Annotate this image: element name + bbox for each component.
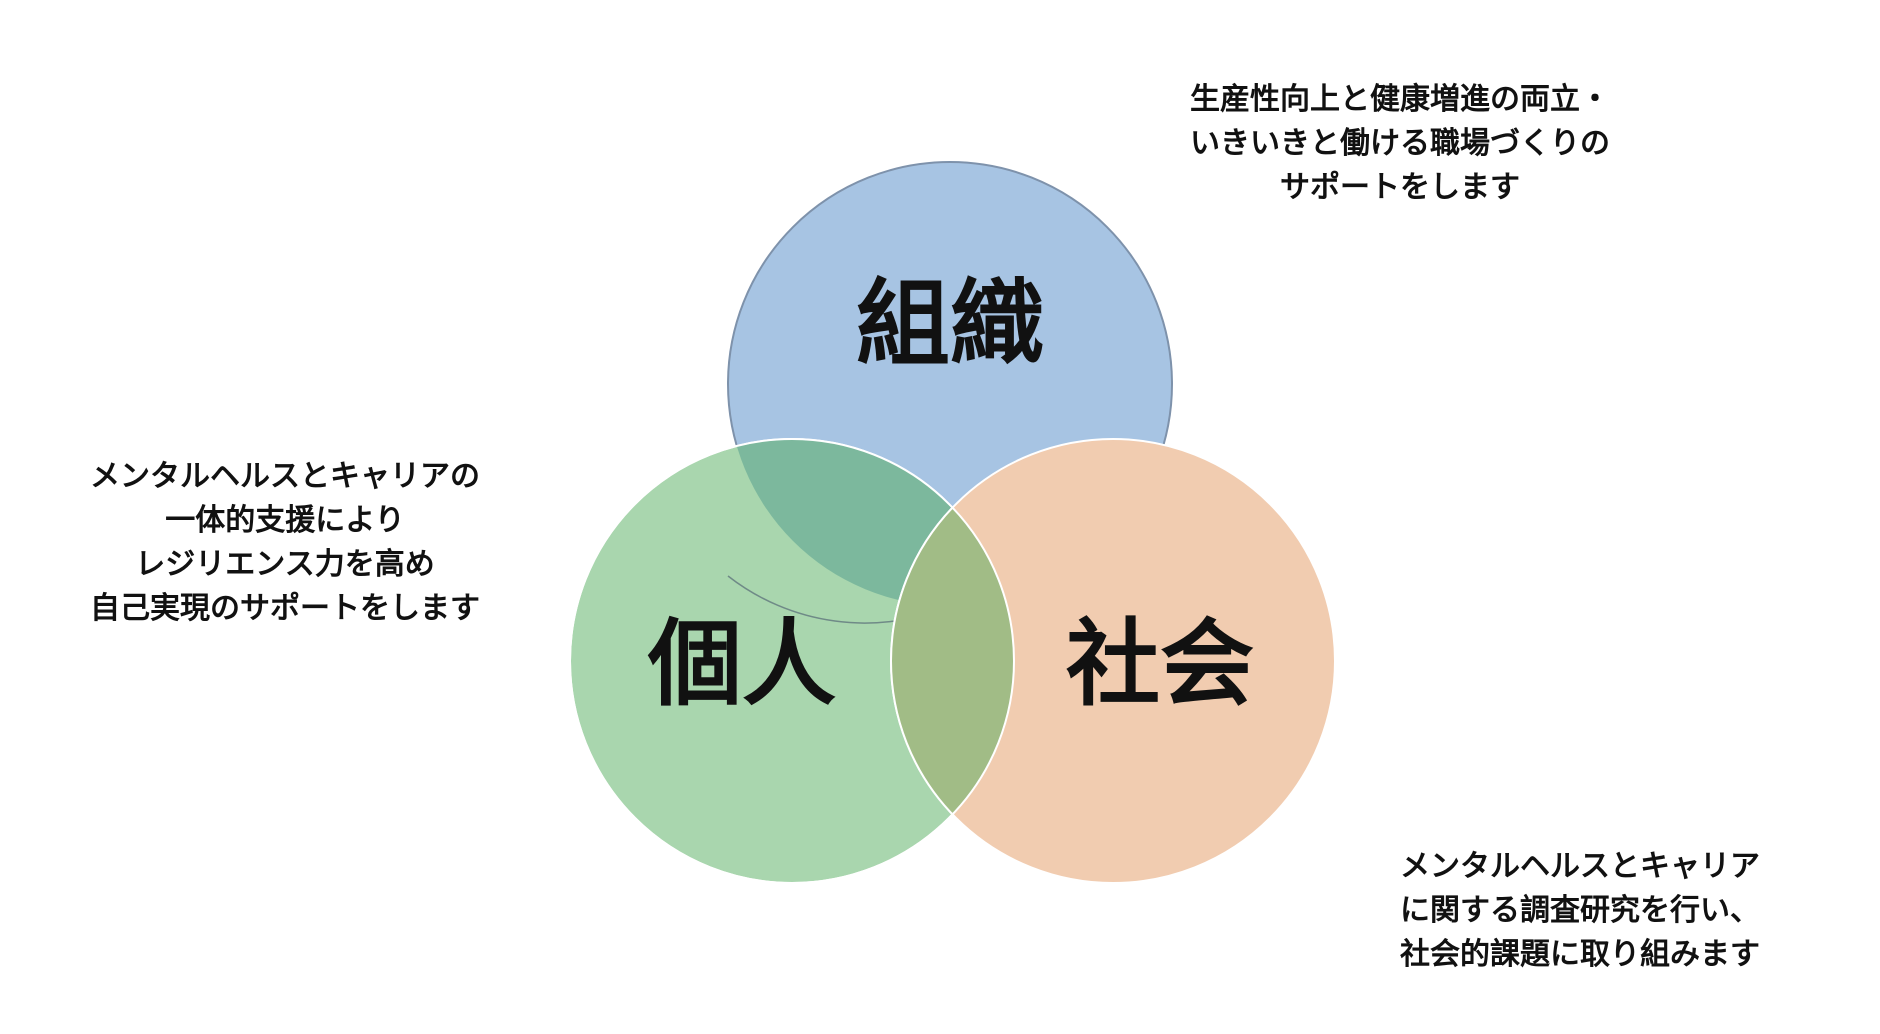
organization-description: 生産性向上と健康増進の両立・ いきいきと働ける職場づくりの サポートをします: [1120, 78, 1680, 210]
individual-label: 個人: [647, 610, 836, 719]
description-line: 社会的課題に取り組みます: [1400, 937, 1760, 972]
description-line: 自己実現のサポートをします: [90, 591, 480, 626]
organization-label: 組織: [856, 270, 1044, 379]
society-description: メンタルヘルスとキャリア に関する調査研究を行い、 社会的課題に取り組みます: [1300, 845, 1860, 977]
society-circle-edge: [890, 439, 1014, 883]
individual-description: メンタルヘルスとキャリアの 一体的支援により レジリエンス力を高め 自己実現のサ…: [20, 455, 550, 631]
description-line: メンタルヘルスとキャリア: [1400, 849, 1760, 884]
individual-circle-edge: [569, 438, 1015, 884]
society-label: 社会: [1066, 610, 1254, 719]
description-line: メンタルヘルスとキャリアの: [90, 459, 480, 494]
description-line: レジリエンス力を高め: [135, 547, 435, 582]
description-line: に関する調査研究を行い、: [1400, 893, 1760, 928]
overlap-organization-individual: [728, 439, 1014, 606]
description-line: 一体的支援により: [165, 503, 405, 538]
description-line: サポートをします: [1280, 170, 1520, 205]
description-line: 生産性向上と健康増進の両立・: [1190, 82, 1610, 117]
description-line: いきいきと働ける職場づくりの: [1190, 126, 1610, 161]
